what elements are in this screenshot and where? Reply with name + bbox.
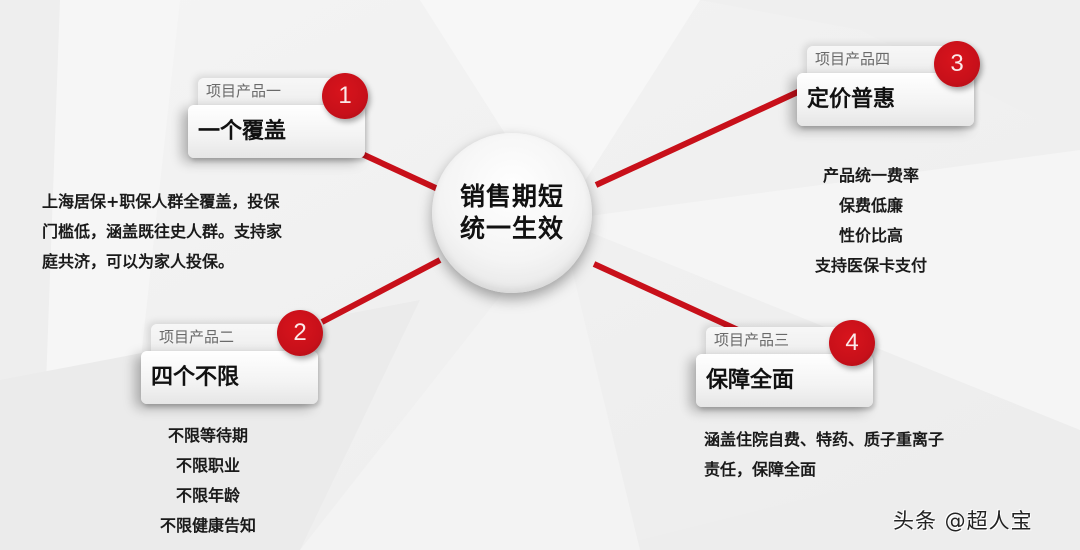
product-card-2: 项目产品二 四个不限 [141, 324, 321, 406]
description-line: 门槛低，涵盖既往史人群。支持家 [42, 222, 283, 241]
card-title: 四个不限 [141, 351, 318, 404]
watermark: 头条 @超人宝 [893, 509, 1033, 533]
connector-card-3 [592, 261, 740, 333]
description-line: 上海居保+职保人群全覆盖，投保 [42, 192, 280, 211]
description-line: 不限等待期 [167, 426, 248, 445]
product-card-1: 项目产品一 一个覆盖 [188, 78, 368, 160]
hub-line-2: 统一生效 [459, 214, 564, 243]
description-line: 支持医保卡支付 [814, 256, 927, 275]
description-line: 性价比高 [838, 226, 903, 245]
description-line: 不限年龄 [175, 486, 240, 505]
number-badge-1: 1 [322, 73, 368, 119]
number-badge-3: 3 [934, 41, 980, 87]
connector-card-2 [320, 257, 442, 325]
card-2-description: 不限等待期 不限职业 不限年龄 不限健康告知 [130, 421, 286, 541]
connector-card-4 [594, 88, 802, 188]
number-badge-2: 2 [277, 310, 323, 356]
hub-line-1: 销售期短 [459, 182, 564, 211]
card-4-description: 产品统一费率 保费低廉 性价比高 支持医保卡支付 [796, 161, 946, 281]
connector-card-1 [360, 151, 442, 193]
central-hub: 销售期短 统一生效 [432, 133, 592, 293]
card-3-description: 涵盖住院自费、特药、质子重离子 责任，保障全面 [704, 425, 944, 485]
number-badge-4: 4 [829, 320, 875, 366]
description-line: 庭共济，可以为家人投保。 [42, 252, 235, 271]
description-line: 不限职业 [175, 456, 240, 475]
card-1-description: 上海居保+职保人群全覆盖，投保 门槛低，涵盖既往史人群。支持家 庭共济，可以为家… [42, 187, 282, 277]
description-line: 责任，保障全面 [704, 460, 817, 479]
description-line: 涵盖住院自费、特药、质子重离子 [704, 430, 945, 449]
description-line: 不限健康告知 [159, 516, 256, 535]
description-line: 保费低廉 [838, 196, 903, 215]
description-line: 产品统一费率 [822, 166, 919, 185]
